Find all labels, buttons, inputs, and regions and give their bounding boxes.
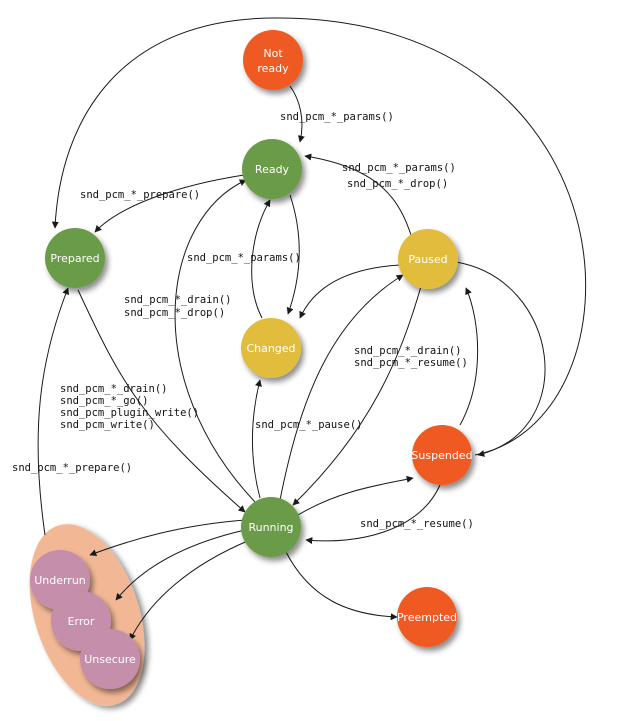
label-drain-right: snd_pcm_*_drain() [354, 345, 461, 357]
edge-suspended-prepared [51, 17, 586, 456]
label-params-right: snd_pcm_*_params() [342, 162, 456, 174]
node-not-ready-label-1: Not [263, 47, 283, 60]
node-preempted: Preempted [397, 587, 457, 647]
edge-error-prepared [37, 287, 69, 536]
node-changed: Changed [241, 318, 301, 378]
node-underrun-label: Underrun [34, 574, 86, 587]
label-start-2: snd_pcm_*_go() [60, 395, 149, 407]
edge-running-underrun [89, 519, 246, 557]
label-prepare-left: snd_pcm_*_prepare() [12, 462, 132, 474]
label-drop-left: snd_pcm_*_drop() [124, 307, 225, 319]
node-prepared-label: Prepared [50, 252, 99, 265]
node-paused-label: Paused [408, 253, 447, 266]
node-running-label: Running [248, 521, 293, 534]
edge-running-paused [279, 274, 404, 501]
node-suspended: Suspended [411, 425, 473, 485]
label-drain-left: snd_pcm_*_drain() [124, 294, 231, 306]
label-prepare-top: snd_pcm_*_prepare() [80, 189, 200, 201]
edge-running-preempted [284, 549, 398, 621]
edge-paused-suspended [455, 261, 546, 457]
edge-paused-running [292, 282, 423, 506]
node-ready-label: Ready [255, 163, 290, 176]
node-error-label: Error [68, 615, 95, 628]
edge-ready-prepared [94, 174, 245, 233]
edge-changed-ready [251, 199, 271, 319]
node-ready: Ready [242, 139, 302, 199]
label-resume-mid: snd_pcm_*_resume() [354, 357, 468, 369]
edge-running-ready [174, 179, 256, 503]
label-start-3: snd_pcm_plugin_write() [60, 407, 199, 419]
edges [37, 17, 586, 641]
edge-notready-ready [289, 85, 305, 143]
node-unsecure: Unsecure [80, 629, 140, 689]
edge-running-unsecure [129, 539, 251, 641]
node-suspended-label: Suspended [411, 449, 472, 462]
label-params-top: snd_pcm_*_params() [280, 111, 394, 123]
node-preempted-label: Preempted [397, 611, 457, 624]
edge-suspended-paused [459, 287, 479, 426]
node-unsecure-label: Unsecure [84, 653, 136, 666]
node-prepared: Prepared [45, 228, 105, 288]
label-drop-right: snd_pcm_*_drop() [347, 178, 448, 190]
label-start-1: snd_pcm_*_drain() [60, 383, 167, 395]
label-params-mid: snd_pcm_*_params() [187, 252, 301, 264]
edge-suspended-running [305, 484, 441, 545]
node-running: Running [241, 497, 301, 557]
node-not-ready: Not ready [243, 30, 303, 90]
edge-paused-ready [304, 153, 413, 239]
label-start-4: snd_pcm_write() [60, 419, 155, 431]
edge-paused-changed [299, 264, 401, 319]
label-resume-bottom: snd_pcm_*_resume() [360, 518, 474, 530]
node-paused: Paused [398, 229, 458, 289]
edge-running-error [115, 529, 246, 601]
edge-ready-changed [286, 194, 300, 315]
edge-prepared-running [77, 289, 246, 513]
edge-running-suspended [297, 475, 414, 516]
edge-running-changed [252, 379, 262, 499]
node-not-ready-label-2: ready [257, 62, 289, 75]
label-pause: snd_pcm_*_pause() [255, 419, 362, 431]
edge-labels: snd_pcm_*_params() snd_pcm_*_params() sn… [12, 111, 474, 530]
node-changed-label: Changed [246, 342, 295, 355]
